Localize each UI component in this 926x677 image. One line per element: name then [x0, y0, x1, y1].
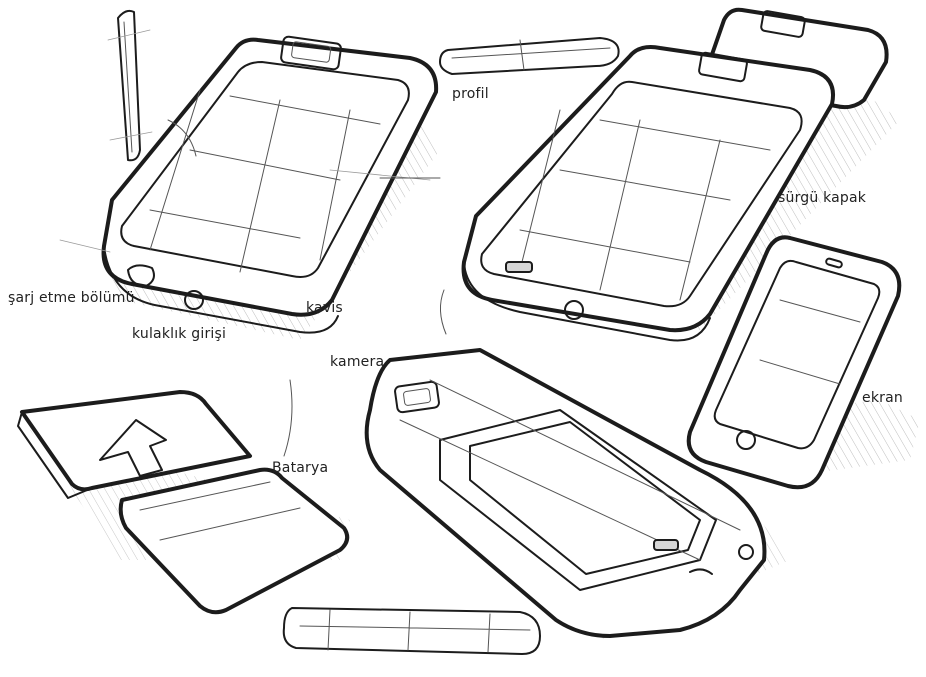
label-battery: Batarya	[272, 460, 329, 476]
battery-slide-sketch	[17, 390, 350, 615]
phone-front-screen-view	[686, 235, 920, 490]
label-sliding-cover: sürgü kapak	[778, 190, 867, 206]
profile-bar-sketch	[439, 37, 620, 75]
label-profile: profil	[452, 86, 489, 102]
case-back-view-camera	[364, 348, 790, 640]
annotation-arrows	[167, 119, 447, 457]
label-charging-section: şarj etme bölümü	[8, 290, 135, 306]
bottom-profile-bar-sketch	[282, 607, 541, 655]
label-screen: ekran	[862, 390, 903, 406]
side-profile-sketch-left	[107, 9, 153, 162]
label-camera: kamera	[330, 354, 385, 370]
label-curve: kavis	[306, 300, 343, 316]
label-headphone-jack: kulaklık girişi	[132, 326, 227, 342]
case-with-sliding-cover-top-right	[461, 7, 900, 342]
case-back-view-top-left	[59, 35, 440, 340]
